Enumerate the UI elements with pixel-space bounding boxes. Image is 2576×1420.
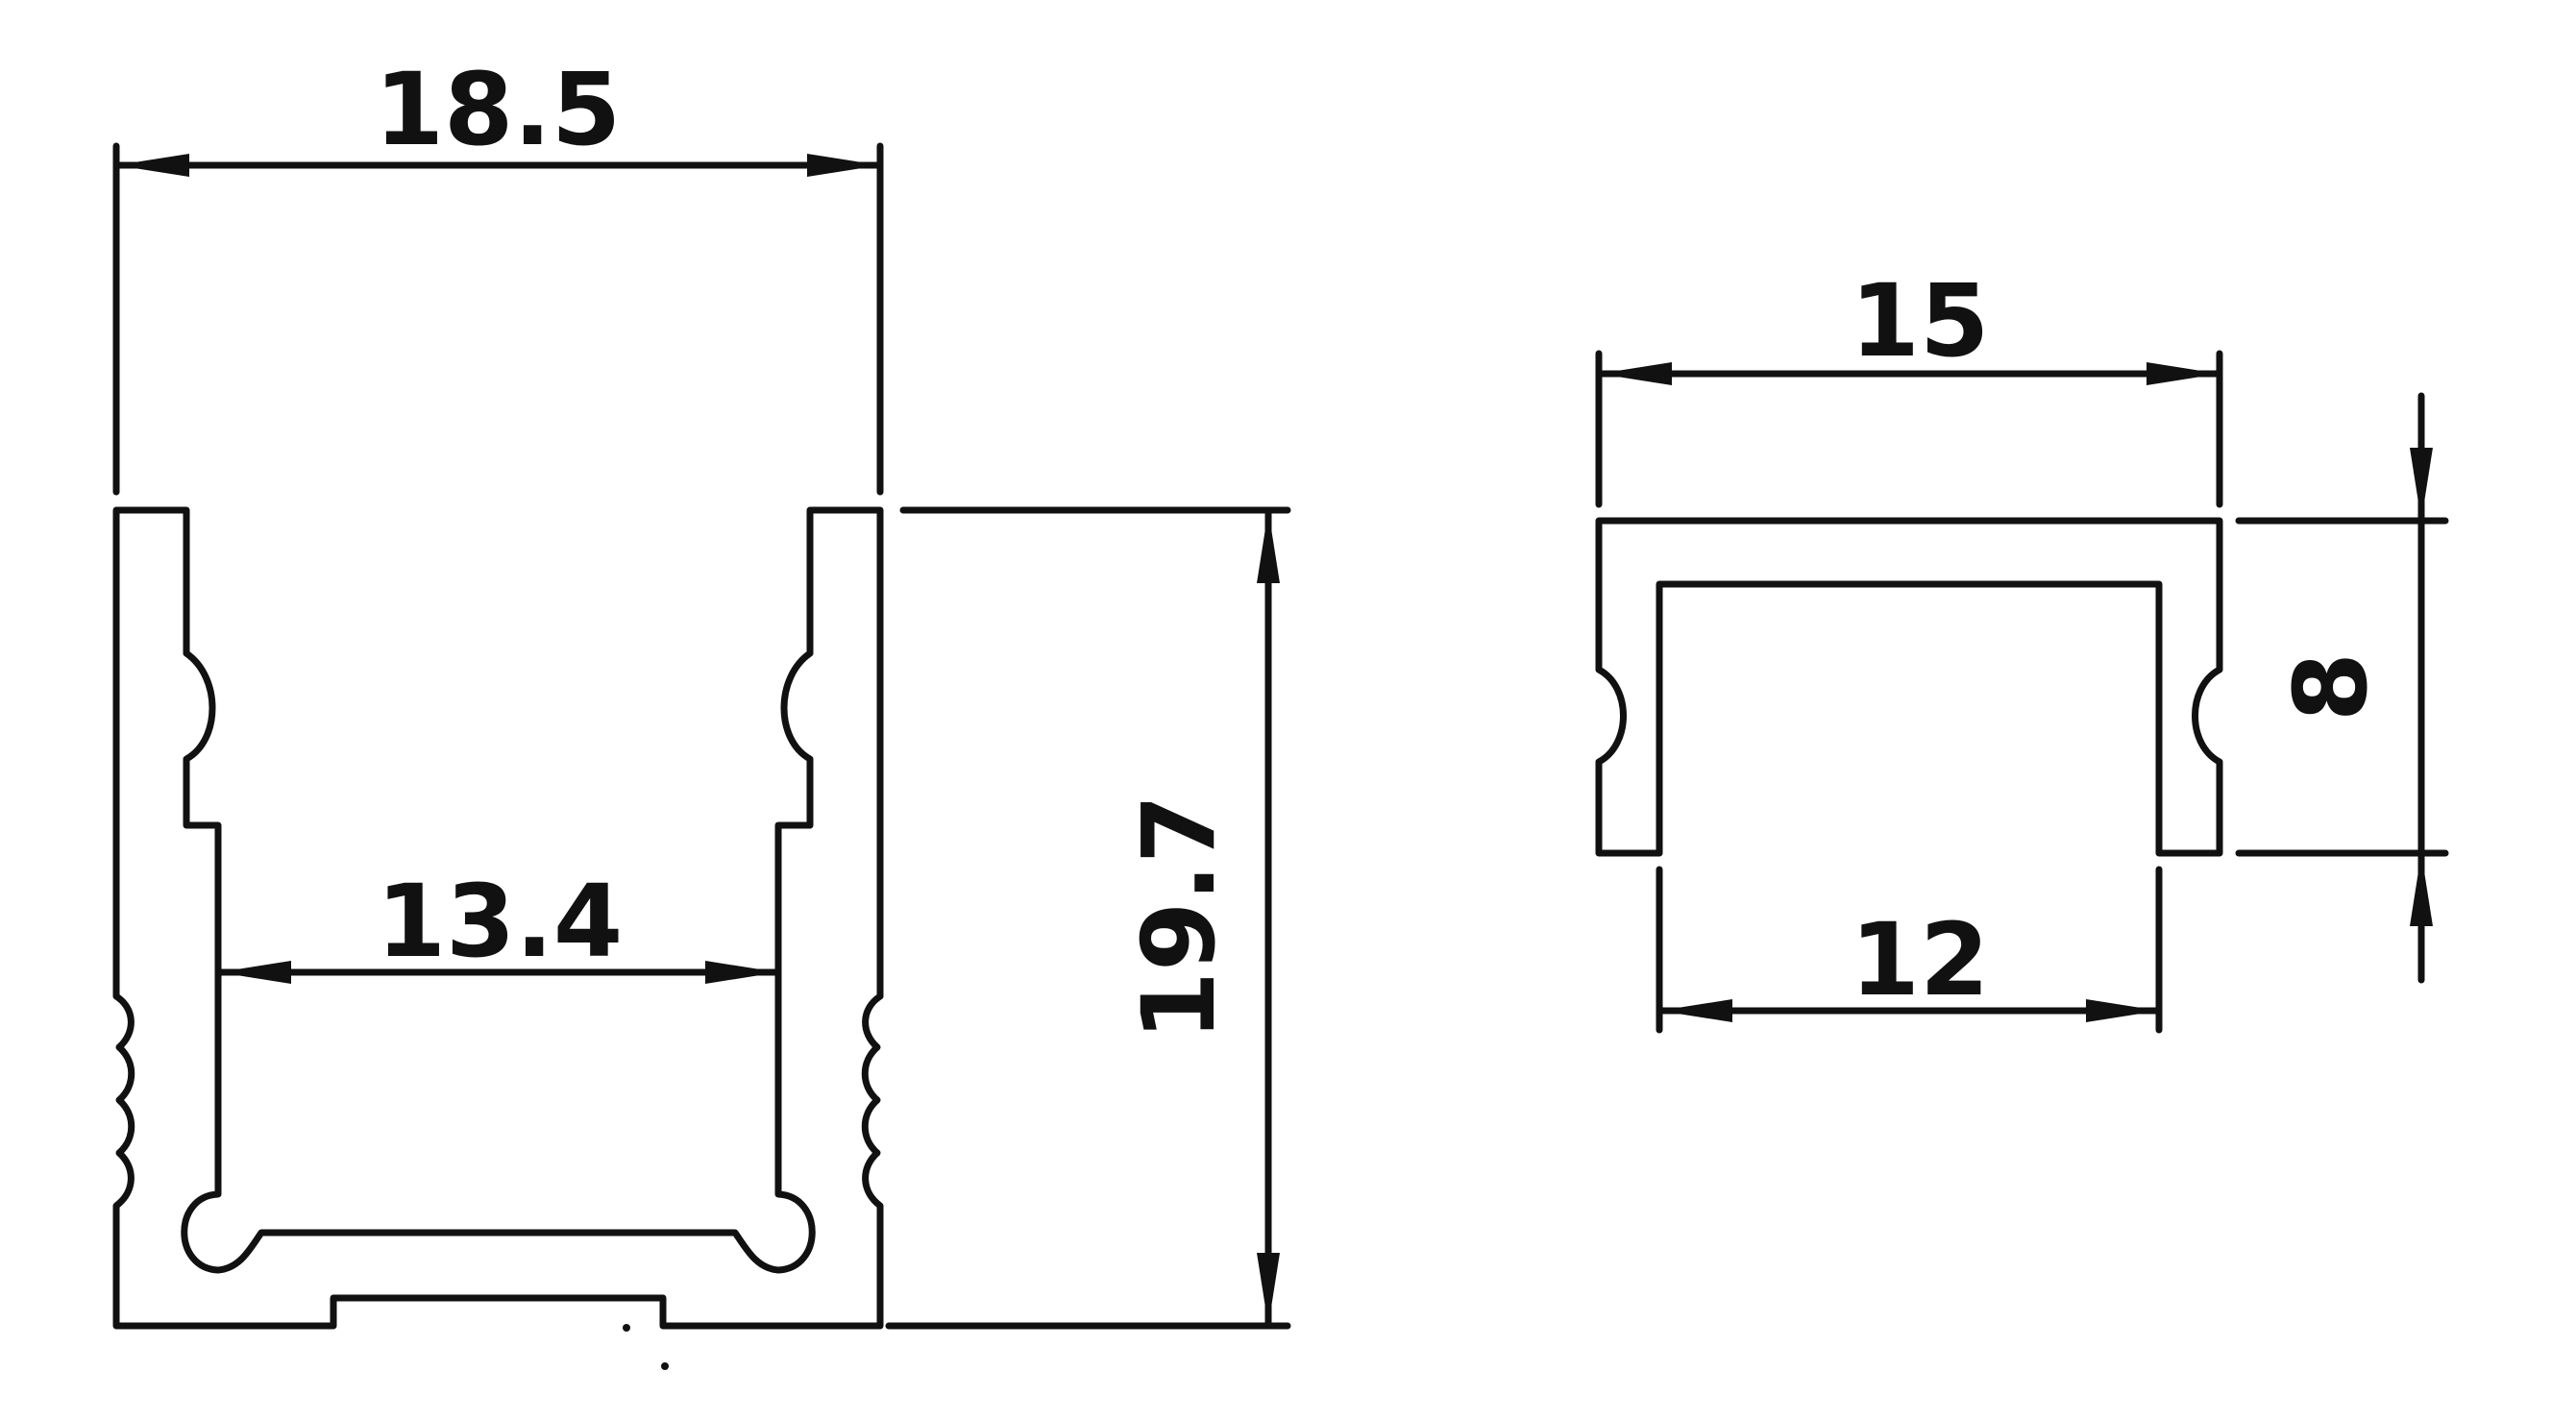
arrowhead [807,154,880,177]
speck-mark [623,1324,630,1332]
dimension-label-inner-width: 13.4 [377,863,624,980]
dimension-outer-width-right: 15 [1595,262,2223,508]
arrowhead [218,961,291,984]
dimension-label-outer-width: 18.5 [375,51,622,168]
left-profile-outline [112,506,884,1330]
dimension-outer-width-left: 18.5 [112,51,884,496]
arrowhead [2086,999,2159,1022]
right-profile-outline [1595,517,2223,857]
dimension-height-right: 8 [2235,392,2449,984]
arrowhead [705,961,778,984]
right-profile: 15 12 8 [1595,262,2449,1034]
dimension-label-height: 19.7 [1120,795,1238,1041]
speck-mark [661,1362,669,1370]
arrowhead [2410,448,2433,521]
left-profile: 18.5 13.4 19.7 [112,51,1291,1370]
dimension-height-left: 19.7 [885,506,1291,1330]
arrowhead [1257,510,1280,583]
dimension-inner-width-right: 12 [1656,866,2163,1034]
arrowhead [1659,999,1732,1022]
arrowhead [2147,362,2220,385]
arrowhead [1257,1253,1280,1326]
dimension-inner-width-left: 13.4 [214,863,782,984]
dimension-label-inner-width: 12 [1851,901,1990,1018]
arrowhead [1599,362,1672,385]
dimension-label-outer-width: 15 [1851,262,1990,379]
arrowhead [2410,853,2433,926]
arrowhead [116,154,189,177]
dimension-label-height: 8 [2272,652,2390,722]
